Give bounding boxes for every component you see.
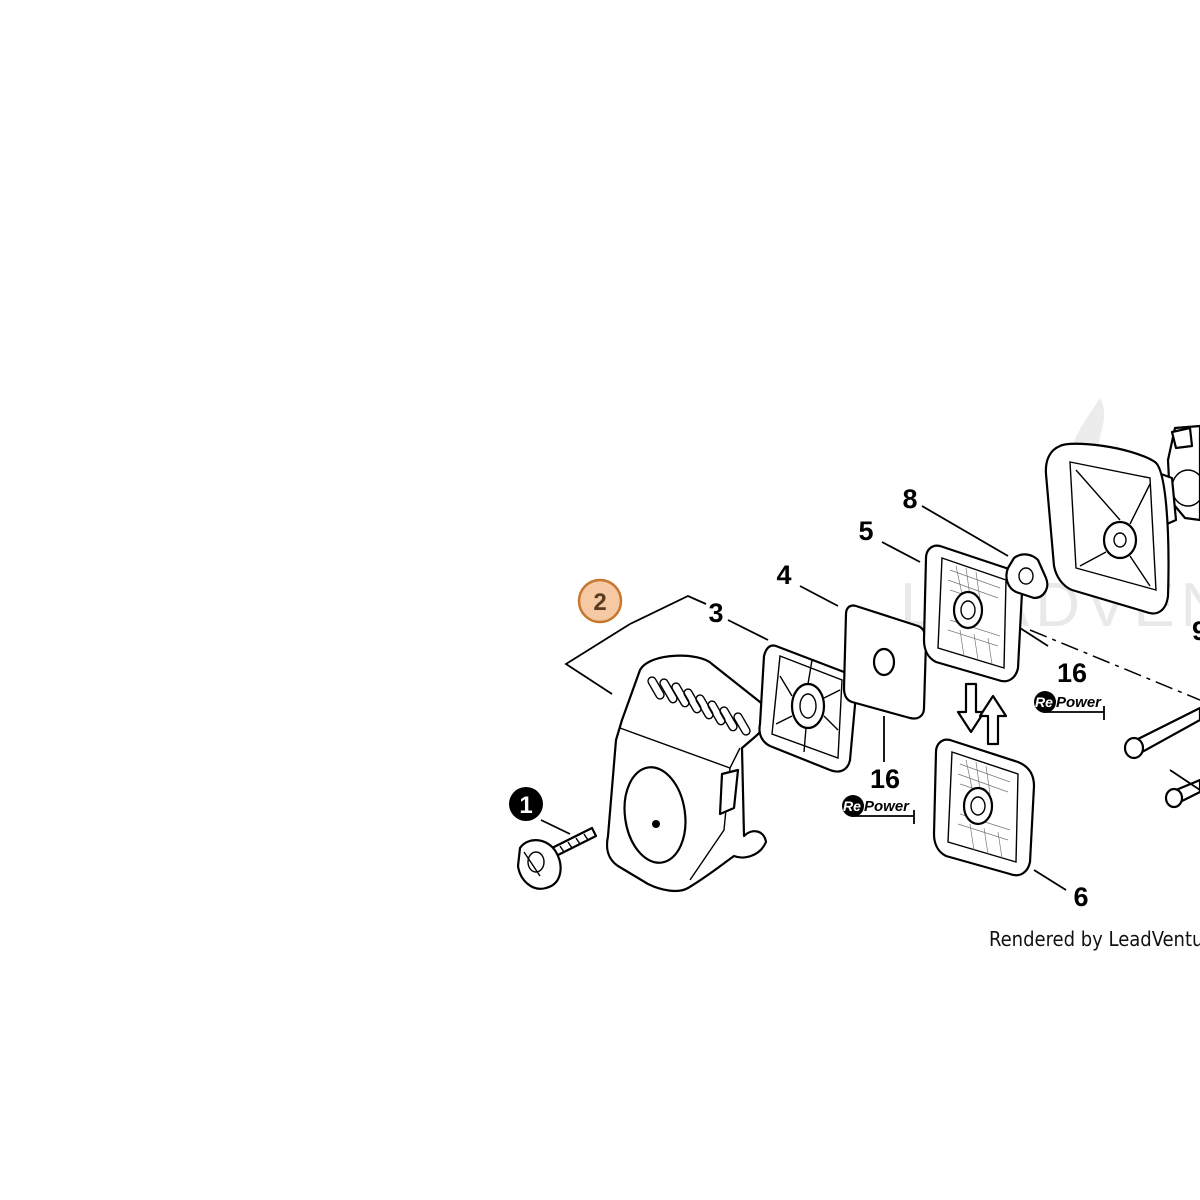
cover-vents	[647, 676, 751, 736]
svg-text:1: 1	[519, 792, 532, 819]
filter-cover	[605, 654, 768, 893]
callout-8[interactable]: 8	[902, 484, 917, 514]
foam-pre-filter	[842, 604, 928, 720]
bolt-short	[1164, 769, 1200, 809]
svg-text:Power: Power	[864, 798, 910, 815]
repower-badge-upper: Re Power	[1034, 691, 1105, 720]
svg-text:9: 9	[1192, 616, 1200, 646]
svg-text:Re: Re	[1035, 694, 1053, 710]
callout-3[interactable]: 3	[708, 598, 723, 628]
callout-16-upper[interactable]: 16	[1057, 658, 1087, 688]
svg-text:2: 2	[593, 589, 606, 616]
swap-arrows-icon	[956, 682, 1008, 746]
leader-lines	[564, 505, 1067, 891]
filter-lower	[932, 738, 1036, 877]
callout-6[interactable]: 6	[1073, 882, 1088, 912]
callout-2-selected[interactable]: 2	[577, 578, 623, 624]
knob-screw	[516, 826, 598, 890]
callout-4[interactable]: 4	[776, 560, 791, 590]
filter-base-plate	[1044, 442, 1170, 615]
bolt-long	[1123, 706, 1200, 760]
repower-badge-lower: Re Power	[842, 795, 915, 824]
filter-frame	[758, 644, 858, 773]
callout-1[interactable]: 1	[509, 787, 543, 821]
callout-16-lower[interactable]: 16	[870, 764, 900, 794]
filter-upper	[922, 544, 1024, 683]
render-credit: Rendered by LeadVenture,	[989, 927, 1200, 951]
svg-text:Power: Power	[1056, 694, 1102, 711]
svg-text:Re: Re	[843, 798, 861, 814]
gasket	[1005, 553, 1049, 600]
callout-5[interactable]: 5	[858, 516, 873, 546]
